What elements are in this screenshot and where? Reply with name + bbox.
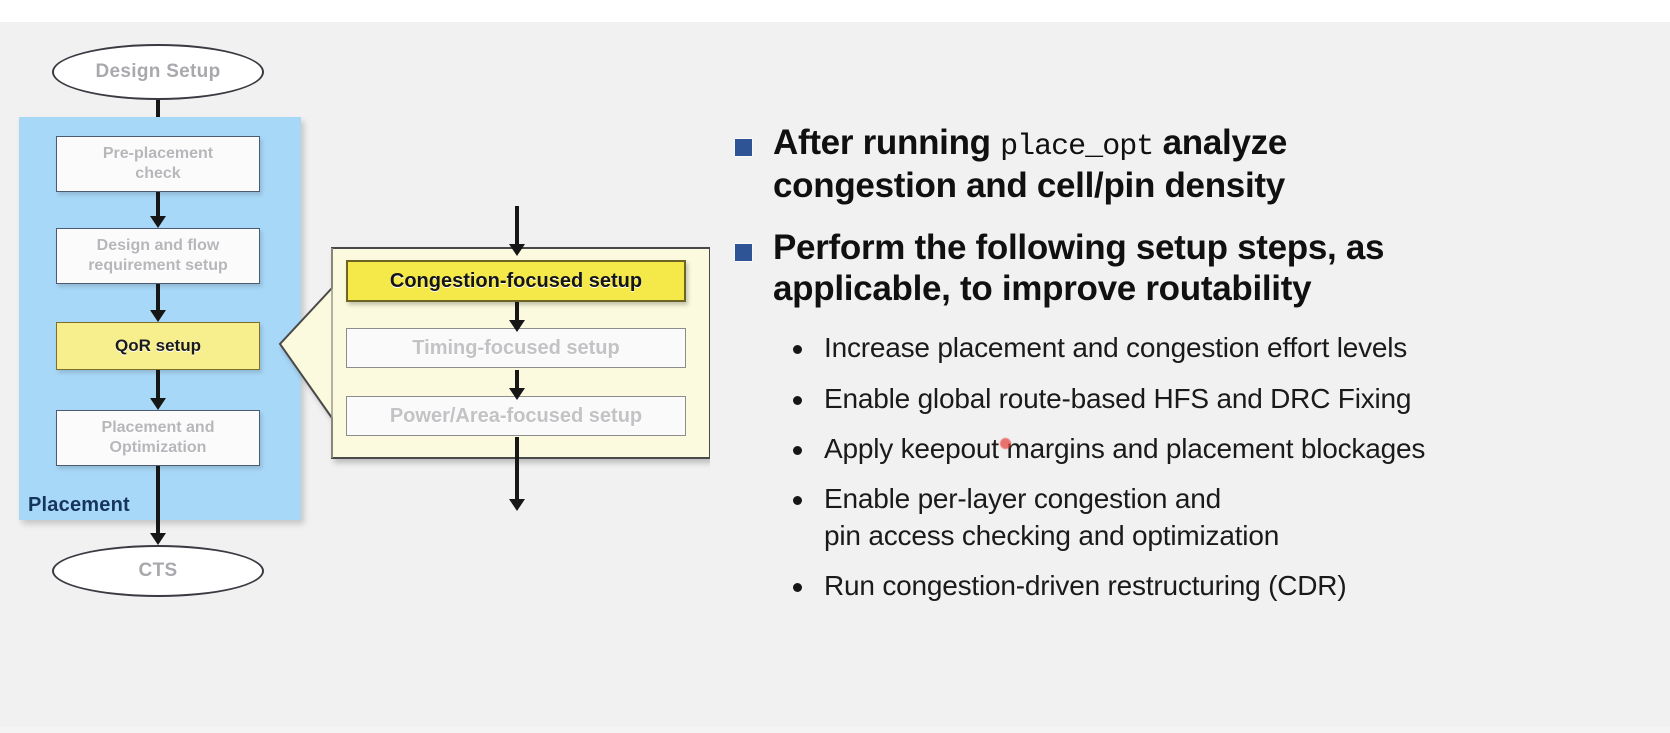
dot-bullet-icon: [793, 345, 802, 355]
sub-bullet-list: Increase placement and congestion effort…: [793, 329, 1655, 604]
flow-node-placement-opt-line2: Optimization: [109, 439, 207, 456]
qor-setup-callout: Congestion-focused setup Timing-focused …: [278, 226, 710, 474]
sub-bullet-1-text: Increase placement and congestion effort…: [824, 332, 1408, 364]
sub-bullet-5-text: Run congestion-driven restructuring (CDR…: [824, 570, 1347, 602]
callout-step-congestion-focused-setup[interactable]: Congestion-focused setup: [346, 260, 686, 302]
flow-node-design-flow-line1: Design and flow: [96, 237, 220, 255]
dot-bullet-icon: [793, 445, 802, 455]
sub-bullet-item: Run congestion-driven restructuring (CDR…: [793, 567, 1655, 604]
main-bullet-1-text: After running place_opt analyze congesti…: [773, 122, 1463, 207]
slide-bottom-margin: [0, 727, 1670, 733]
main-bullet-1-code: place_opt: [1000, 130, 1154, 164]
sub-bullet-2-text: Enable global route-based HFS and DRC Fi…: [824, 382, 1412, 414]
flow-node-design-and-flow-requirement-setup[interactable]: Design and flow requirement setup: [56, 228, 260, 284]
main-bullet-1: After running place_opt analyze congesti…: [735, 122, 1655, 207]
dot-bullet-icon: [793, 583, 802, 593]
placement-flow-diagram: Design Setup Pre-placement check Design …: [0, 0, 760, 733]
flow-node-cts[interactable]: CTS: [52, 545, 264, 597]
placement-group-label: Placement: [28, 494, 130, 516]
sub-bullet-item: Apply keepout margins and placement bloc…: [793, 430, 1655, 467]
square-bullet-icon: [735, 139, 752, 156]
callout-step-power-area-focused-setup[interactable]: Power/Area-focused setup: [346, 396, 686, 436]
sub-bullet-item: Enable global route-based HFS and DRC Fi…: [793, 380, 1655, 417]
flow-node-qor-setup[interactable]: QoR setup: [56, 322, 260, 370]
flow-node-design-setup[interactable]: Design Setup: [52, 44, 264, 100]
square-bullet-icon: [735, 243, 752, 261]
callout-step-timing-focused-setup[interactable]: Timing-focused setup: [346, 328, 686, 368]
flow-node-pre-placement-check-line2: check: [135, 165, 181, 182]
main-bullet-2-text: Perform the following setup steps, as ap…: [773, 227, 1385, 308]
main-bullet-1-part1: After running: [773, 123, 1001, 162]
content-column: After running place_opt analyze congesti…: [735, 122, 1655, 618]
sub-bullet-4-text: Enable per-layer congestion and pin acce…: [824, 480, 1279, 554]
sub-bullet-4-line1: Enable per-layer congestion and: [824, 482, 1221, 514]
flow-node-pre-placement-check[interactable]: Pre-placement check: [56, 136, 260, 192]
main-bullet-2: Perform the following setup steps, as ap…: [735, 227, 1655, 310]
slide-top-margin: [0, 0, 1670, 22]
dot-bullet-icon: [793, 495, 802, 505]
sub-bullet-item: Enable per-layer congestion and pin acce…: [793, 480, 1655, 554]
laser-pointer-dot: [1000, 438, 1011, 449]
flow-node-placement-opt-line1: Placement and: [101, 419, 215, 437]
flow-node-pre-placement-check-line1: Pre-placement: [102, 145, 214, 163]
sub-bullet-4-line2: pin access checking and optimization: [824, 520, 1280, 552]
sub-bullet-3-text: Apply keepout margins and placement bloc…: [824, 432, 1426, 464]
sub-bullet-item: Increase placement and congestion effort…: [793, 329, 1655, 366]
main-bullet-1-part2: analyze congestion and cell/pin density: [773, 123, 1287, 206]
dot-bullet-icon: [793, 395, 802, 405]
flow-node-design-flow-line2: requirement setup: [88, 257, 228, 274]
flow-node-placement-and-optimization[interactable]: Placement and Optimization: [56, 410, 260, 466]
